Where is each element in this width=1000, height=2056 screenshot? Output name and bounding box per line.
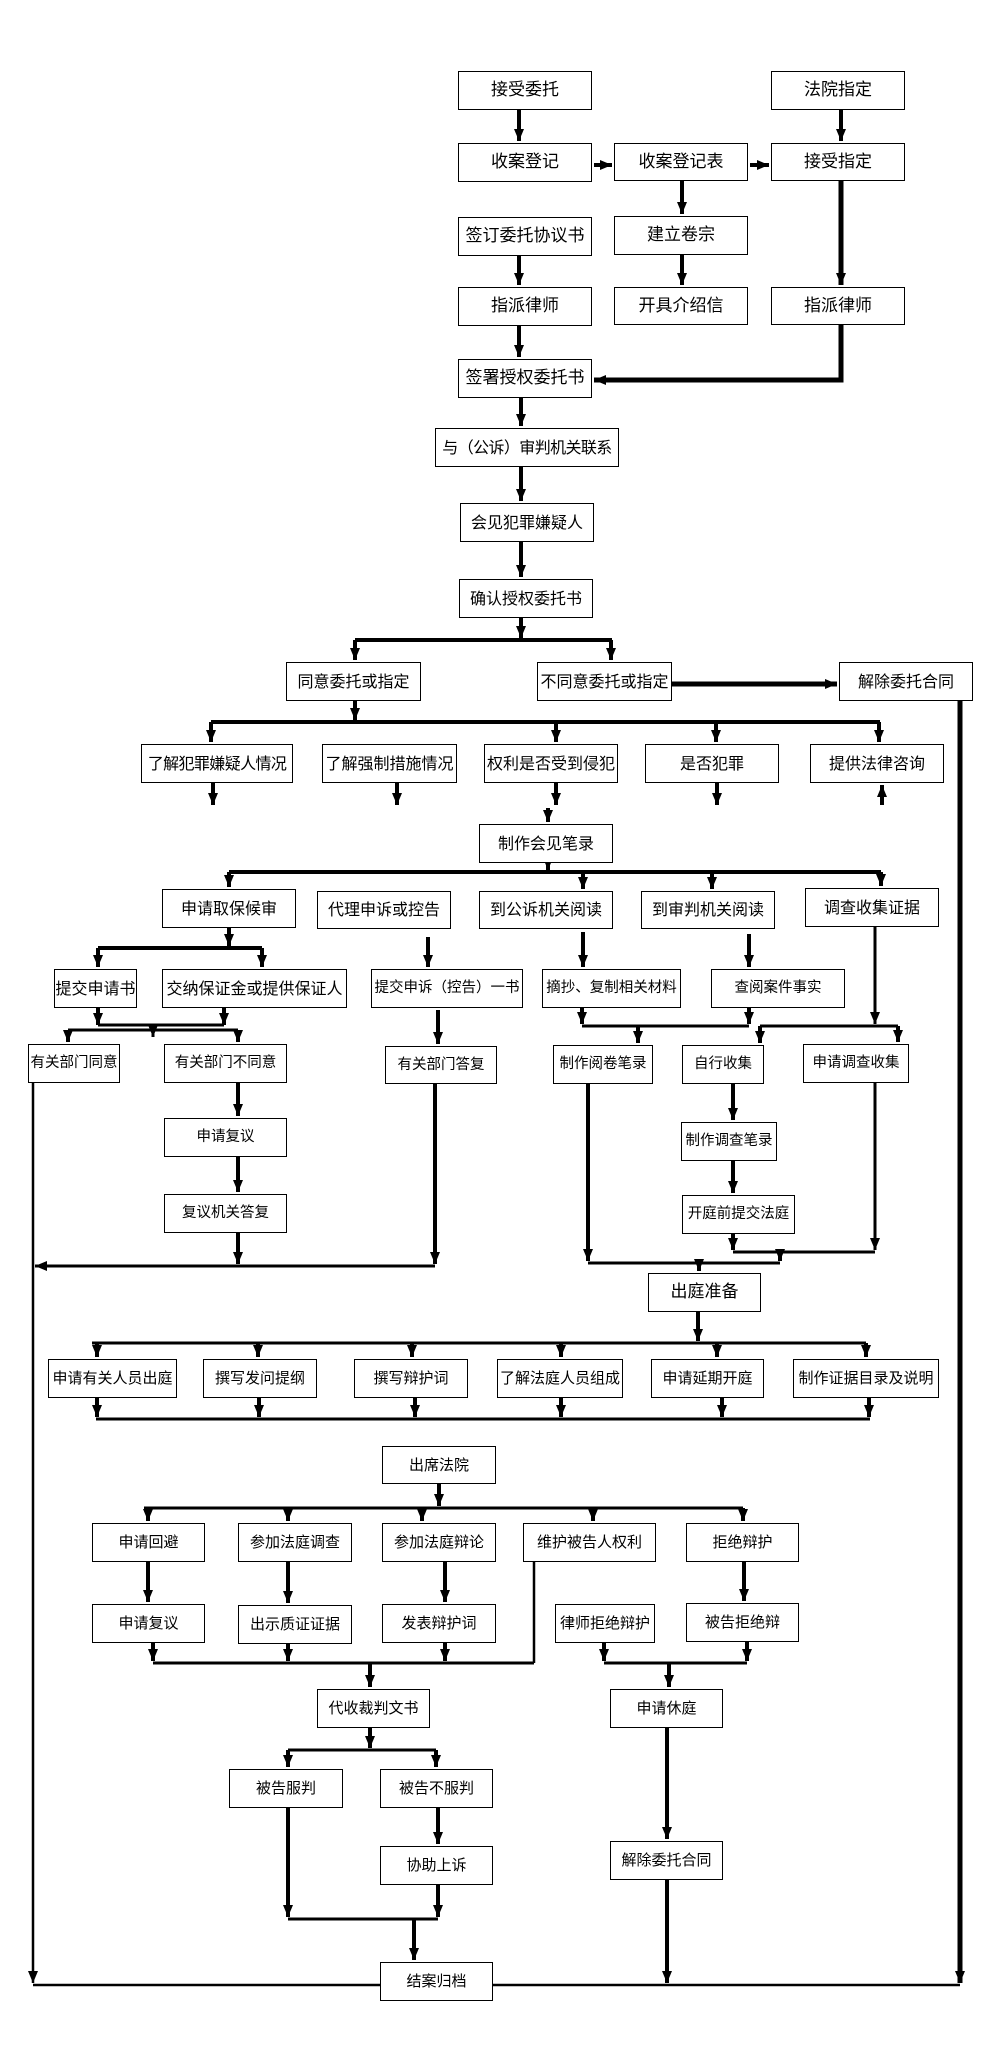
node-accept-appointment: 接受指定 (771, 143, 905, 181)
node-whether-crime: 是否犯罪 (645, 744, 779, 783)
node-reject-verdict: 被告不服判 (380, 1769, 493, 1808)
node-apply-bail: 申请取保候审 (162, 889, 296, 928)
node-close-archive: 结案归档 (380, 1962, 493, 2001)
node-accept-commission: 接受委托 (458, 71, 592, 110)
node-protect-rights: 维护被告人权利 (523, 1523, 656, 1562)
node-build-file: 建立卷宗 (614, 216, 748, 255)
node-apply-recess: 申请休庭 (610, 1689, 723, 1728)
node-rights-violated: 权利是否受到侵犯 (484, 744, 618, 783)
node-submit-to-court: 开庭前提交法庭 (682, 1195, 795, 1234)
node-terminate-contract-bottom: 解除委托合同 (610, 1841, 723, 1880)
node-contact-authorities: 与（公诉）审判机关联系 (435, 428, 619, 467)
node-defendant-refuse: 被告拒绝辩 (686, 1603, 799, 1642)
node-apply-investigation: 申请调查收集 (803, 1044, 909, 1083)
node-lawyer-refuse: 律师拒绝辩护 (555, 1604, 655, 1643)
node-agree: 同意委托或指定 (286, 662, 421, 701)
node-case-registration-form: 收案登记表 (614, 143, 748, 181)
node-meet-suspect: 会见犯罪嫌疑人 (460, 503, 594, 542)
node-sign-agreement: 签订委托协议书 (458, 217, 592, 256)
node-apply-recusal: 申请回避 (92, 1523, 205, 1562)
node-evidence-list: 制作证据目录及说明 (793, 1359, 939, 1398)
node-apply-witness: 申请有关人员出庭 (48, 1359, 177, 1398)
node-understand-suspect: 了解犯罪嫌疑人情况 (141, 744, 293, 783)
node-assign-lawyer-left: 指派律师 (458, 287, 592, 326)
arrow-assign-right-to-power-of-attorney (594, 325, 844, 385)
node-reading-record: 制作阅卷笔录 (553, 1045, 653, 1084)
node-assist-appeal: 协助上诉 (380, 1846, 493, 1885)
node-legal-consult: 提供法律咨询 (810, 744, 944, 783)
node-trial-prep: 出庭准备 (648, 1273, 761, 1312)
node-dept-reply: 有关部门答复 (385, 1046, 497, 1084)
node-terminate-contract-top: 解除委托合同 (839, 662, 973, 701)
node-cross-examine: 出示质证证据 (238, 1605, 352, 1644)
node-read-court: 到审判机关阅读 (641, 891, 775, 929)
node-attend-court: 出席法院 (382, 1446, 496, 1484)
node-understand-measures: 了解强制措施情况 (322, 744, 457, 783)
node-apply-reconsideration: 申请复议 (92, 1604, 205, 1643)
node-meeting-record: 制作会见笔录 (479, 824, 613, 863)
node-write-questions: 撰写发问提纲 (203, 1359, 317, 1398)
node-disagree: 不同意委托或指定 (537, 662, 672, 701)
node-apply-review: 申请复议 (164, 1118, 287, 1157)
node-read-procuratorate: 到公诉机关阅读 (479, 891, 613, 929)
node-review-facts: 查阅案件事实 (711, 969, 845, 1008)
node-review-reply: 复议机关答复 (164, 1194, 287, 1233)
node-receive-judgment: 代收裁判文书 (317, 1689, 430, 1728)
node-dept-agree: 有关部门同意 (28, 1044, 120, 1083)
node-assign-lawyer-right: 指派律师 (771, 287, 905, 325)
node-submit-application: 提交申请书 (54, 969, 137, 1008)
node-court-composition: 了解法庭人员组成 (497, 1359, 623, 1398)
node-deliver-defense: 发表辩护词 (382, 1604, 496, 1643)
node-court-investigation: 参加法庭调查 (238, 1523, 352, 1562)
node-dept-disagree: 有关部门不同意 (164, 1044, 287, 1083)
node-pay-bail: 交纳保证金或提供保证人 (162, 969, 347, 1008)
node-sign-power-of-attorney: 签署授权委托书 (458, 359, 592, 398)
node-write-defense: 撰写辩护词 (354, 1359, 468, 1398)
node-investigate: 调查收集证据 (805, 888, 939, 927)
node-apply-postpone: 申请延期开庭 (651, 1359, 764, 1398)
node-submit-petition: 提交申诉（控告）一书 (371, 969, 523, 1008)
node-investigation-record: 制作调查笔录 (681, 1122, 777, 1161)
node-petition-agent: 代理申诉或控告 (317, 891, 451, 929)
node-court-appointment: 法院指定 (771, 71, 905, 110)
node-issue-letter: 开具介绍信 (614, 287, 748, 325)
node-case-registration: 收案登记 (458, 143, 592, 182)
node-accept-verdict: 被告服判 (229, 1769, 343, 1808)
node-excerpt-copy: 摘抄、复制相关材料 (542, 969, 681, 1008)
node-refuse-defense: 拒绝辩护 (686, 1523, 799, 1562)
node-self-collect: 自行收集 (682, 1045, 764, 1084)
node-confirm-power-of-attorney: 确认授权委托书 (459, 579, 593, 618)
node-court-debate: 参加法庭辩论 (382, 1523, 496, 1562)
